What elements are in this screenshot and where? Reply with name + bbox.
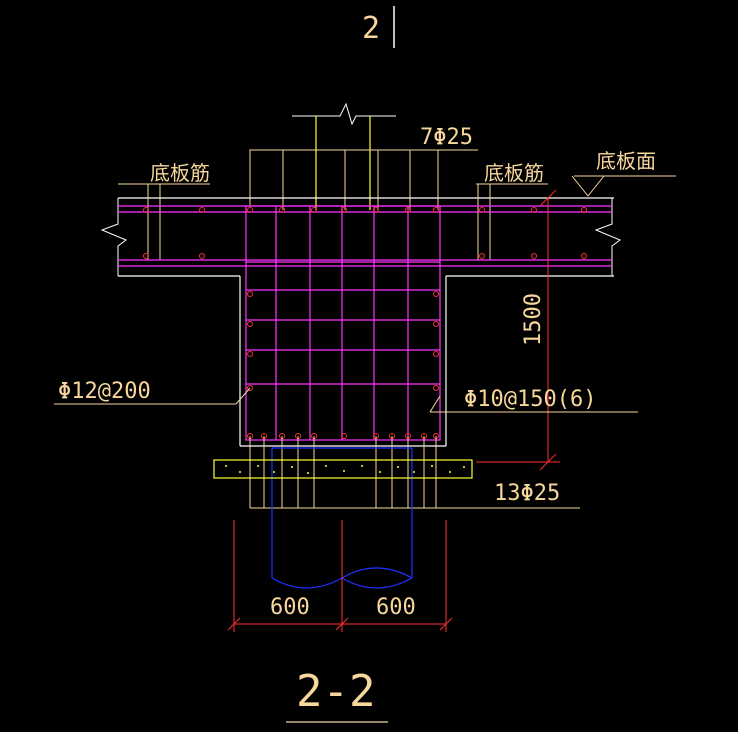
rebar-dots — [143, 207, 587, 439]
slab-break-left — [100, 198, 127, 276]
width-dimension — [227, 520, 453, 632]
stirrup-label: Φ10@150(6) — [464, 387, 596, 412]
width-dimension-right-label: 600 — [376, 595, 416, 620]
slab-rebar-left-label: 底板筋 — [150, 161, 210, 185]
column-break-symbol — [292, 102, 396, 126]
column-bars — [315, 116, 371, 210]
side-rebar-label: Φ12@200 — [58, 379, 151, 404]
section-mark-number: 2 — [362, 11, 380, 46]
slab-outline — [118, 197, 614, 447]
depth-dimension — [476, 189, 560, 471]
side-rebar-leader-tick — [235, 387, 251, 405]
cushion-layer — [213, 459, 473, 479]
section-title: 2-2 — [296, 666, 375, 717]
top-rebar-label: 7Φ25 — [420, 125, 473, 150]
width-dimension-left-label: 600 — [270, 595, 310, 620]
depth-dimension-label: 1500 — [521, 293, 546, 346]
beam-stirrup-cage — [245, 205, 441, 441]
top-rebar-leader — [249, 149, 478, 210]
stirrup-leader-tick — [429, 395, 441, 413]
slab-break-right — [594, 198, 621, 276]
slab-rebars — [118, 205, 612, 267]
bottom-rebar-label: 13Φ25 — [494, 481, 560, 506]
slab-surface-triangle — [571, 175, 605, 197]
slab-surface-label: 底板面 — [596, 149, 656, 173]
slab-rebar-right-label: 底板筋 — [484, 161, 544, 185]
